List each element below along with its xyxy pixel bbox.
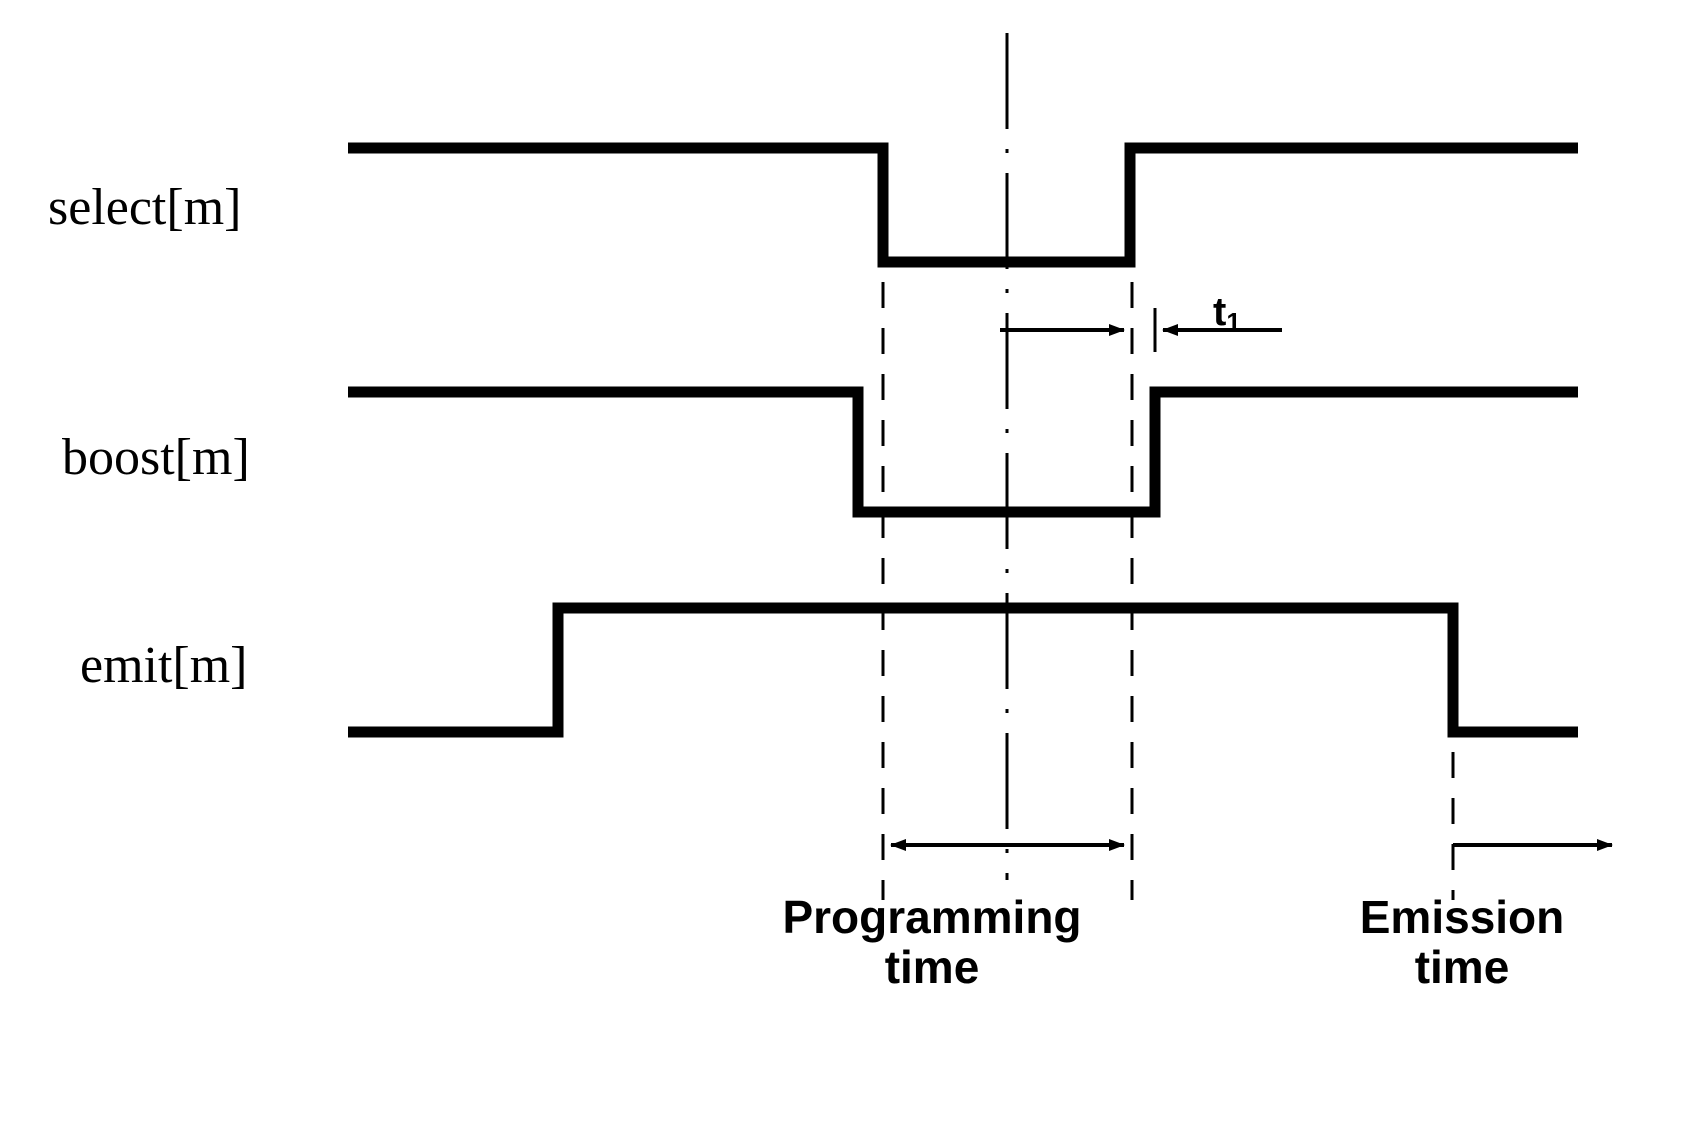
emission-time-line2: time	[1414, 940, 1510, 993]
waveform-emit	[348, 602, 1578, 738]
waveform-select	[348, 142, 1578, 268]
t1-subscript: 1	[1226, 307, 1241, 337]
programming-time-line2: time	[884, 940, 980, 993]
t1-annotation-label: t1	[1213, 290, 1241, 335]
signal-label-select: select[m]	[48, 179, 242, 236]
emission-time-label: Emission time	[1359, 891, 1565, 993]
signal-label-boost: boost[m]	[62, 429, 250, 486]
emission-time-line1: Emission	[1359, 891, 1565, 943]
programming-time-label: Programming time	[782, 891, 1082, 993]
t1-base: t	[1213, 290, 1227, 334]
waveform-boost	[348, 386, 1578, 518]
signal-label-emit: emit[m]	[80, 637, 248, 694]
programming-time-line1: Programming	[782, 891, 1082, 943]
